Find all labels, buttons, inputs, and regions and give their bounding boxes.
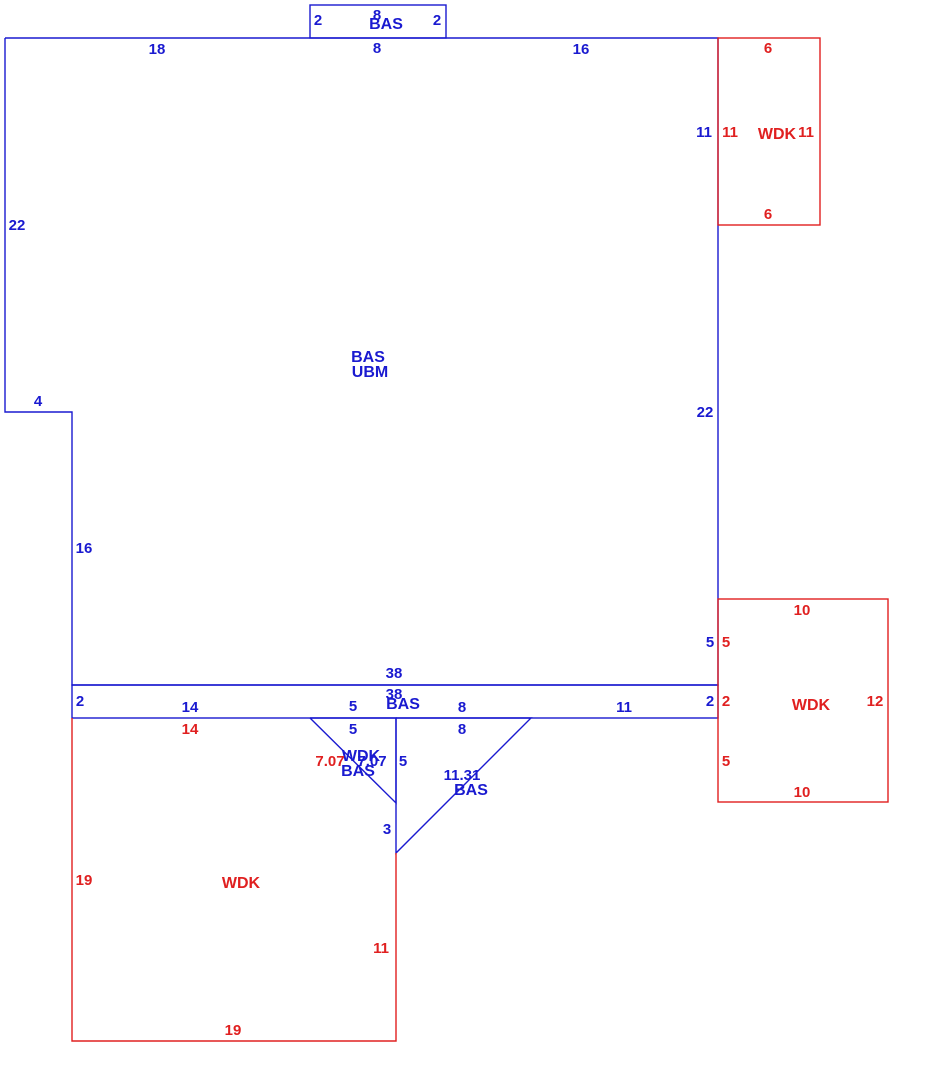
dim-tri-right-top: 8 [458, 721, 466, 738]
dim-strip-bottom-14: 14 [182, 699, 199, 716]
deck-dimensions: 6 11 11 6 10 5 2 5 12 10 14 19 11 19 7.0… [76, 40, 884, 1039]
dim-deck-ur-bottom: 6 [764, 206, 772, 223]
dim-tri-left-top: 5 [349, 721, 357, 738]
deck-bottom-left-outline [71, 718, 397, 1042]
dim-tri-right-vertical: 3 [383, 821, 391, 838]
dim-deck-ur-left: 11 [722, 124, 738, 141]
dim-main-right-lower: 22 [697, 404, 714, 421]
dim-top-bump-right: 2 [433, 12, 441, 29]
dim-deck-bl-left: 19 [76, 872, 93, 889]
dim-main-top-left: 18 [149, 41, 166, 58]
top-bump-area-code: BAS [369, 16, 403, 33]
dim-main-bottom: 38 [386, 665, 403, 682]
dim-tri-left-vertical: 5 [399, 753, 407, 770]
deck-lower-right-outline [717, 598, 889, 803]
dwelling-outlines [4, 4, 719, 855]
main-area-subcode: UBM [352, 364, 388, 381]
dim-main-right-upper: 11 [696, 124, 712, 141]
dim-main-right-bottom: 5 [706, 634, 714, 651]
dim-deck-bl-bottom: 19 [225, 1022, 242, 1039]
deck-lower-right-code: WDK [792, 697, 831, 714]
dim-strip-top: 38 [386, 686, 403, 703]
main-area-code: BAS [351, 349, 385, 366]
dim-main-left-lower: 16 [76, 540, 93, 557]
deck-outlines [71, 37, 889, 1042]
triangle-right-area-code: BAS [454, 782, 488, 799]
dwelling-dimensions: 8 8 2 2 18 16 22 4 16 11 22 5 38 38 2 2 … [9, 7, 715, 838]
dim-top-bump-bottom: 8 [373, 40, 381, 57]
dim-deck-ur-right: 11 [798, 124, 814, 141]
dim-main-step: 4 [34, 393, 43, 410]
dim-strip-bottom-8: 8 [458, 699, 466, 716]
deck-bottom-left-code: WDK [222, 875, 261, 892]
deck-upper-right-code: WDK [758, 126, 797, 143]
dim-top-bump-top: 8 [373, 7, 381, 24]
dim-main-top-right: 16 [573, 41, 590, 58]
deck-upper-right-outline [717, 37, 821, 226]
dim-tri-right-diag: 11.31 [444, 767, 481, 784]
dim-deck-lr-right: 12 [867, 693, 884, 710]
dim-deck-ur-top: 6 [764, 40, 772, 57]
triangle-left-deck-code: WDK [342, 748, 381, 765]
dim-tri-left-diag-red: 7.07 [315, 753, 344, 770]
dim-top-bump-left: 2 [314, 12, 322, 29]
area-labels: BAS UBM BAS BAS WDK BAS BAS WDK WDK WDK [222, 16, 831, 892]
triangle-right-outline [395, 717, 533, 855]
dim-deck-bl-right: 11 [373, 940, 389, 957]
dim-tri-left-diag-blue: 7.07 [357, 753, 386, 770]
dim-strip-left: 2 [76, 693, 84, 710]
dim-deck-bl-top: 14 [182, 721, 199, 738]
dim-deck-lr-left-upper: 5 [722, 634, 730, 651]
triangle-left-area-code: BAS [341, 763, 375, 780]
dim-deck-lr-top: 10 [794, 602, 811, 619]
dim-main-left-upper: 22 [9, 217, 26, 234]
porch-strip-area-code: BAS [386, 696, 420, 713]
dim-strip-bottom-11: 11 [616, 699, 632, 716]
dim-strip-right: 2 [706, 693, 714, 710]
dim-deck-lr-left-mid: 2 [722, 693, 730, 710]
dim-deck-lr-left-lower: 5 [722, 753, 730, 770]
dim-deck-lr-bottom: 10 [794, 784, 811, 801]
dim-strip-bottom-5: 5 [349, 698, 357, 715]
